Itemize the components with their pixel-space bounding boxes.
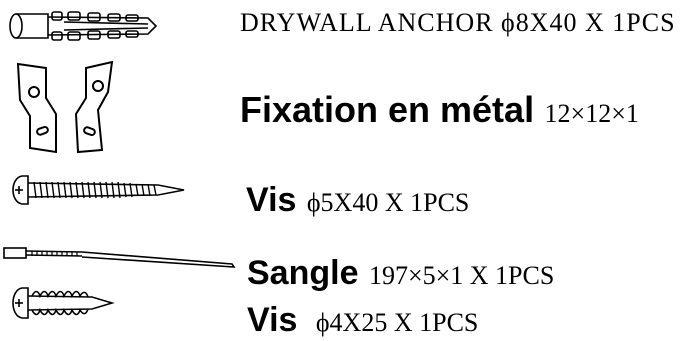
item-label-group: Sangle 197×5×1 X 1PCS bbox=[247, 256, 554, 290]
item-name: Sangle bbox=[247, 254, 359, 292]
drywall-anchor-icon bbox=[8, 8, 158, 49]
item-spec: ϕ4X25 X 1PCS bbox=[315, 308, 479, 337]
item-label-group: Fixation en métal 12×12×1 bbox=[240, 92, 639, 128]
item-spec: 197×5×1 X 1PCS bbox=[368, 261, 555, 290]
long-screw-icon bbox=[8, 174, 188, 211]
item-name: Vis bbox=[247, 301, 298, 339]
item-spec: DRYWALL ANCHOR ϕ8X40 X 1PCS bbox=[240, 8, 676, 37]
short-screw-icon bbox=[8, 286, 118, 325]
item-spec: ϕ5X40 X 1PCS bbox=[306, 188, 470, 217]
cable-strap-icon bbox=[2, 240, 242, 277]
item-name: Fixation en métal bbox=[240, 89, 535, 130]
metal-bracket-icon bbox=[8, 58, 138, 163]
item-name: Vis bbox=[246, 181, 297, 219]
item-label-group: Vis ϕ4X25 X 1PCS bbox=[247, 303, 478, 337]
item-label-group: Vis ϕ5X40 X 1PCS bbox=[246, 183, 469, 217]
item-spec: 12×12×1 bbox=[544, 99, 639, 128]
